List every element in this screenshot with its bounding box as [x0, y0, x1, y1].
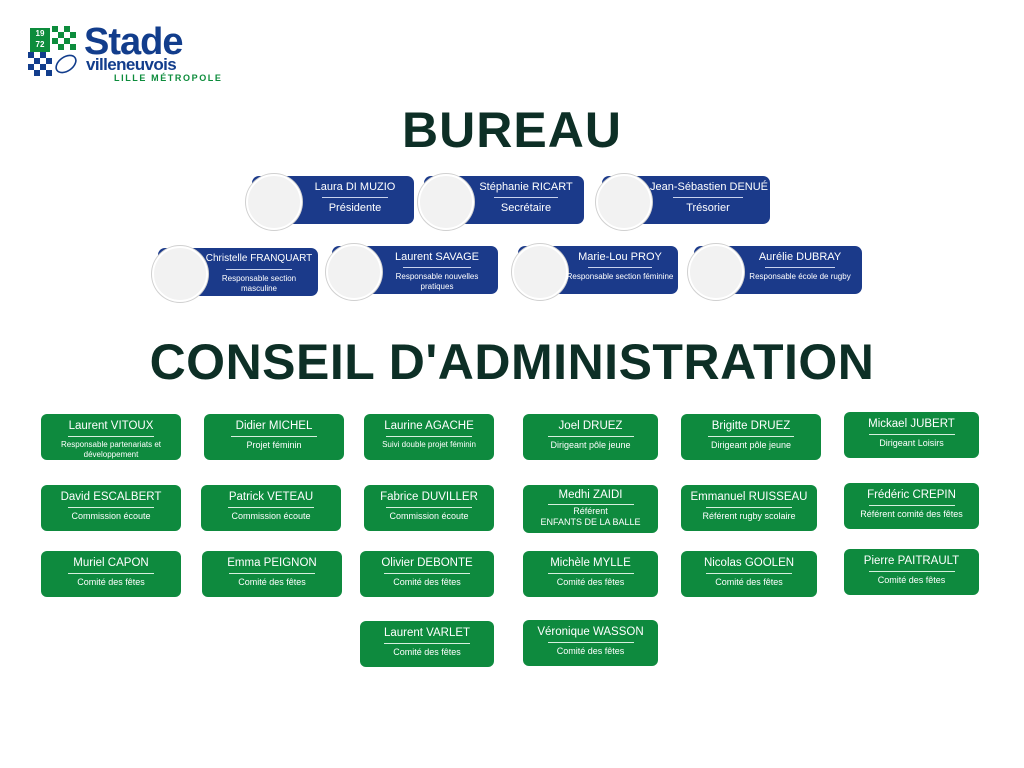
- member-role: Suivi double projet féminin: [382, 440, 476, 449]
- conseil-card: Pierre PAITRAULT Comité des fêtes: [844, 549, 979, 595]
- member-name: Nicolas GOOLEN: [703, 557, 795, 569]
- conseil-card: Emma PEIGNON Comité des fêtes: [202, 551, 342, 597]
- conseil-card: Emmanuel RUISSEAU Référent rugby scolaire: [681, 485, 817, 531]
- member-role: Responsable partenariats et développemen…: [60, 440, 162, 459]
- member-role-detail: ENFANTS DE LA BALLE: [540, 517, 641, 527]
- member-role: Dirigeant pôle jeune: [550, 440, 631, 450]
- member-role: Commission écoute: [231, 511, 311, 521]
- conseil-card: Nicolas GOOLEN Comité des fêtes: [681, 551, 817, 597]
- member-role: Comité des fêtes: [715, 577, 783, 587]
- portrait-avatar: [512, 244, 568, 300]
- member-name: Aurélie DUBRAY: [758, 251, 842, 263]
- member-name: Brigitte DRUEZ: [711, 420, 791, 432]
- logo-subtitle: villeneuvois: [86, 55, 177, 74]
- member-role: Responsable école de rugby: [749, 272, 851, 281]
- member-name: Christelle FRANQUART: [205, 253, 313, 264]
- portrait-avatar: [596, 174, 652, 230]
- member-name: Patrick VETEAU: [228, 491, 314, 503]
- member-name: Mickael JUBERT: [868, 418, 955, 430]
- member-role: Comité des fêtes: [238, 577, 306, 587]
- conseil-card: Mickael JUBERT Dirigeant Loisirs: [844, 412, 979, 458]
- member-role: Référent rugby scolaire: [702, 511, 796, 521]
- member-name: Laurent VARLET: [383, 627, 471, 639]
- member-role: Comité des fêtes: [393, 577, 461, 587]
- conseil-heading: CONSEIL D'ADMINISTRATION: [149, 334, 875, 390]
- member-name: Olivier DEBONTE: [381, 557, 473, 569]
- conseil-card: Olivier DEBONTE Comité des fêtes: [360, 551, 494, 597]
- member-role: Référent: [573, 506, 608, 516]
- member-role: Trésorier: [686, 202, 730, 214]
- conseil-card: David ESCALBERT Commission écoute: [41, 485, 181, 531]
- member-name: Marie-Lou PROY: [578, 251, 662, 263]
- conseil-card: Laurent VITOUX Responsable partenariats e…: [41, 414, 181, 460]
- member-name: Joel DRUEZ: [558, 420, 623, 432]
- member-name: Véronique WASSON: [537, 626, 644, 638]
- portrait-avatar: [246, 174, 302, 230]
- bureau-card: Jean-Sébastien DENUÉ Trésorier: [596, 174, 770, 230]
- member-role: Responsable section féminine: [566, 272, 674, 281]
- conseil-card: Fabrice DUVILLER Commission écoute: [364, 485, 494, 531]
- portrait-avatar: [152, 246, 208, 302]
- portrait-avatar: [688, 244, 744, 300]
- member-name: Pierre PAITRAULT: [863, 555, 960, 567]
- member-role: Comité des fêtes: [77, 577, 145, 587]
- member-name: David ESCALBERT: [60, 491, 162, 503]
- member-name: Medhi ZAIDI: [558, 489, 623, 501]
- member-name: Jean-Sébastien DENUÉ: [650, 181, 769, 193]
- member-role: Comité des fêtes: [556, 646, 625, 656]
- conseil-card: Didier MICHEL Projet féminin: [204, 414, 344, 460]
- conseil-card: Laurine AGACHE Suivi double projet fémini…: [364, 414, 494, 460]
- bureau-card: Aurélie DUBRAY Responsable école de rugby: [688, 244, 862, 300]
- member-name: Michèle MYLLE: [550, 557, 631, 569]
- member-name: Stéphanie RICART: [479, 181, 573, 193]
- conseil-card: Frédéric CREPIN Référent comité des fêtes: [844, 483, 979, 529]
- member-role: Dirigeant pôle jeune: [710, 440, 792, 450]
- logo-tagline: LILLE MÉTROPOLE: [114, 73, 223, 83]
- member-name: Emma PEIGNON: [227, 557, 317, 569]
- member-role: Secrétaire: [500, 202, 552, 214]
- conseil-card: Michèle MYLLE Comité des fêtes: [523, 551, 658, 597]
- bureau-card: Christelle FRANQUART Responsable section …: [152, 246, 318, 302]
- portrait-avatar: [418, 174, 474, 230]
- member-name: Didier MICHEL: [235, 420, 313, 432]
- member-role: Comité des fêtes: [393, 647, 461, 657]
- conseil-card: Muriel CAPON Comité des fêtes: [41, 551, 181, 597]
- member-role: Référent comité des fêtes: [860, 509, 963, 519]
- member-role: Comité des fêtes: [877, 575, 946, 585]
- member-role: Présidente: [328, 202, 382, 214]
- bureau-card: Laurent SAVAGE Responsable nouvelles prat…: [326, 244, 498, 300]
- bureau-card: Stéphanie RICART Secrétaire: [418, 174, 584, 230]
- member-name: Muriel CAPON: [73, 557, 149, 569]
- member-name: Laurent SAVAGE: [395, 251, 479, 263]
- member-role: Commission écoute: [71, 511, 151, 521]
- member-name: Frédéric CREPIN: [867, 489, 956, 501]
- conseil-card: Brigitte DRUEZ Dirigeant pôle jeune: [681, 414, 821, 460]
- bureau-card: Laura DI MUZIO Présidente: [246, 174, 414, 230]
- member-name: Laurine AGACHE: [384, 420, 474, 432]
- member-name: Fabrice DUVILLER: [380, 491, 478, 503]
- bureau-card: Marie-Lou PROY Responsable section fémini…: [512, 244, 678, 300]
- member-role: Dirigeant Loisirs: [879, 438, 944, 448]
- member-role: Responsable section masculine: [221, 274, 297, 293]
- conseil-card: Laurent VARLET Comité des fêtes: [360, 621, 494, 667]
- member-role: Commission écoute: [389, 511, 469, 521]
- conseil-card: Véronique WASSON Comité des fêtes: [523, 620, 658, 666]
- member-role: Projet féminin: [246, 440, 302, 450]
- logo-title: Stade: [84, 21, 183, 63]
- conseil-card: Joel DRUEZ Dirigeant pôle jeune: [523, 414, 658, 460]
- conseil-card: Patrick VETEAU Commission écoute: [201, 485, 341, 531]
- portrait-avatar: [326, 244, 382, 300]
- member-name: Emmanuel RUISSEAU: [690, 491, 808, 503]
- bureau-heading: BUREAU: [402, 102, 622, 158]
- member-name: Laura DI MUZIO: [314, 181, 396, 193]
- member-role: Comité des fêtes: [556, 577, 625, 587]
- member-name: Laurent VITOUX: [68, 420, 154, 432]
- member-role: Responsable nouvelles pratiques: [395, 272, 479, 291]
